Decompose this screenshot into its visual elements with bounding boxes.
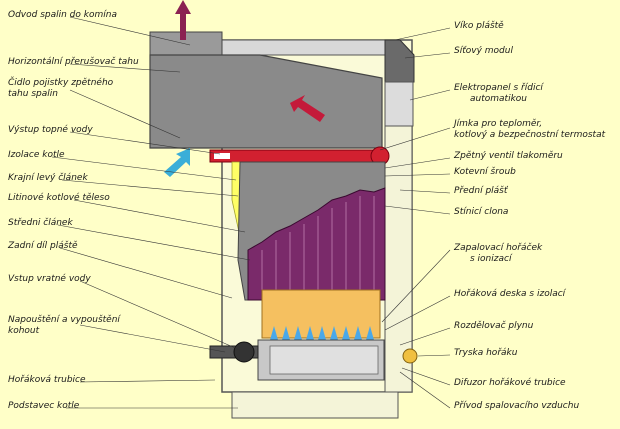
label-left-section: Krajní levý článek xyxy=(8,172,88,183)
label-nozzle: Tryska hořáku xyxy=(454,348,518,358)
label-draft-diverter: Horizontální přerušovač tahu xyxy=(8,56,139,67)
label-flue-outlet: Odvod spalin do komína xyxy=(8,10,117,20)
label-burner-plate: Hořáková deska s izolací xyxy=(454,289,567,299)
label-air-inlet: Přívod spalovacího vzduchu xyxy=(454,401,579,411)
label-shield: Stínicí clona xyxy=(454,207,508,217)
boiler-base xyxy=(231,391,399,419)
gas-nozzle xyxy=(402,348,418,364)
lid xyxy=(221,39,414,56)
label-electropanel-2: automatikou xyxy=(470,94,527,104)
label-gas-distributor: Rozdělovač plynu xyxy=(454,320,534,331)
label-pilot-burner-1: Zapalovací hořáček xyxy=(453,242,543,253)
drain-cock xyxy=(233,341,255,363)
label-thermometer-well-1: Jímka pro teploměr, xyxy=(452,118,542,129)
hot-water-outlet xyxy=(214,153,230,159)
label-cast-iron-body: Litinové kotlové těleso xyxy=(8,192,110,203)
label-anchor-screw: Kotevní šroub xyxy=(454,166,516,177)
label-insulation: Izolace kotle xyxy=(8,150,65,160)
burner-flames xyxy=(270,326,374,340)
label-network-module: Síťový modul xyxy=(454,46,513,56)
air-inlet-arrow xyxy=(164,148,190,177)
cast-iron-fins xyxy=(247,187,386,301)
label-lid: Víko pláště xyxy=(454,20,504,31)
label-base: Podstavec kotle xyxy=(8,401,80,411)
electropanel xyxy=(384,81,414,127)
hot-water-pipe xyxy=(209,149,383,163)
label-return-water: Vstup vratné vody xyxy=(8,273,91,284)
leader-lines-right xyxy=(379,27,451,409)
label-pilot-burner-2: s ionizací xyxy=(470,254,513,264)
label-front-jacket: Přední plášť xyxy=(454,185,509,196)
label-draft-sensor-1: Čidlo pojistky zpětného xyxy=(8,76,114,88)
label-drain-cock-2: kohout xyxy=(8,326,40,336)
label-thermometer-well-2: kotlový a bezpečnostní termostat xyxy=(454,129,606,140)
flue-gas-arrow xyxy=(175,0,191,40)
network-module xyxy=(384,39,415,83)
label-draft-sensor-2: tahu spalin xyxy=(8,89,58,99)
label-electropanel-1: Elektropanel s řídicí xyxy=(454,83,544,93)
fin-lines xyxy=(261,196,375,300)
label-diffuser: Difuzor hořákové trubice xyxy=(454,377,566,388)
label-hot-water-outlet: Výstup topné vody xyxy=(8,124,93,135)
label-pressure-valve: Zpětný ventil tlakoměru xyxy=(453,150,563,161)
leader-lines-left xyxy=(51,16,251,409)
burner-tube xyxy=(269,345,379,375)
label-rear-jacket: Zadní díl pláště xyxy=(7,240,78,251)
label-middle-section: Středni článek xyxy=(8,217,73,228)
label-drain-cock-1: Napouštění a vypouštění xyxy=(8,314,121,325)
flow-arrow xyxy=(290,95,325,122)
label-burner-tube: Hořáková trubice xyxy=(8,375,86,385)
